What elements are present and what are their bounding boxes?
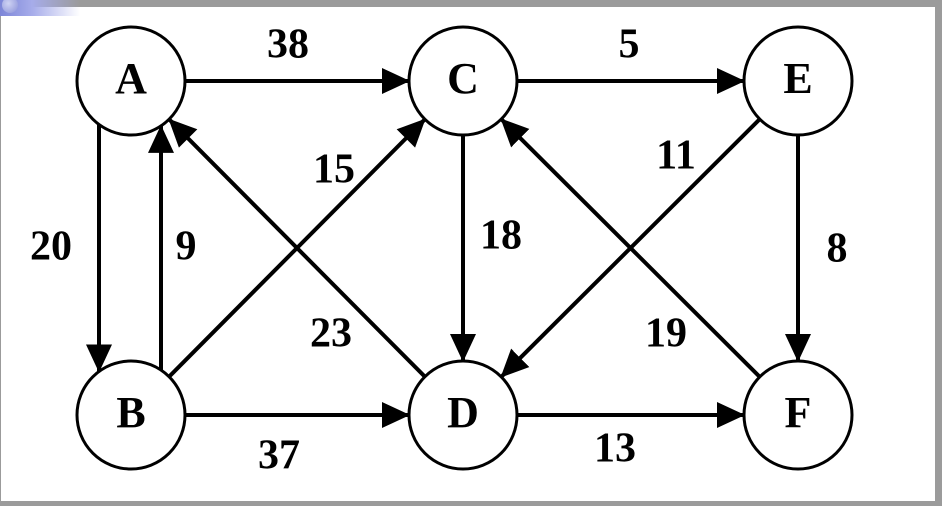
node-circle — [75, 359, 187, 471]
node-circle — [407, 359, 519, 471]
edge-d-to-a — [167, 117, 427, 379]
edges-layer — [86, 68, 811, 428]
edge-weight-d-f: 13 — [594, 426, 636, 472]
slide-corner-decoration — [0, 0, 80, 16]
edge-weight-c-d: 18 — [480, 213, 522, 259]
edge-weight-d-a: 23 — [310, 311, 352, 357]
directed-weighted-graph: A B C D E F 38 5 20 9 15 23 18 11 19 8 37 13 — [30, 22, 854, 479]
edge-weight-b-d: 37 — [258, 433, 300, 479]
node-circle — [407, 25, 519, 137]
edge-f-to-c — [499, 117, 762, 379]
node-label: D — [447, 388, 479, 437]
node-label: B — [116, 388, 145, 437]
edge-weight-a-b: 20 — [30, 224, 72, 270]
node-label: C — [447, 54, 479, 103]
node-circle — [742, 359, 854, 471]
edge-weight-c-e: 5 — [619, 22, 640, 68]
node-f: F — [742, 359, 854, 471]
node-d: D — [407, 359, 519, 471]
node-label: A — [115, 54, 147, 103]
edge-labels-layer: 38 5 20 9 15 23 18 11 19 8 37 13 — [30, 22, 848, 479]
node-e: E — [742, 25, 854, 137]
node-label: F — [785, 388, 812, 437]
node-label: E — [783, 54, 812, 103]
slide-canvas: A B C D E F 38 5 20 9 15 23 18 11 19 8 37 13 — [1, 7, 935, 501]
node-c: C — [407, 25, 519, 137]
edge-weight-a-c: 38 — [267, 22, 309, 68]
edge-weight-b-c: 15 — [313, 147, 355, 193]
node-b: B — [75, 359, 187, 471]
corner-bullet-icon — [2, 0, 18, 13]
edge-weight-f-c: 19 — [645, 311, 687, 357]
edge-weight-b-a: 9 — [176, 224, 197, 270]
edge-weight-e-f: 8 — [827, 226, 848, 272]
nodes-layer: A B C D E F — [75, 25, 854, 471]
node-a: A — [75, 25, 187, 137]
edge-weight-e-d: 11 — [656, 133, 696, 179]
node-circle — [742, 25, 854, 137]
node-circle — [75, 25, 187, 137]
